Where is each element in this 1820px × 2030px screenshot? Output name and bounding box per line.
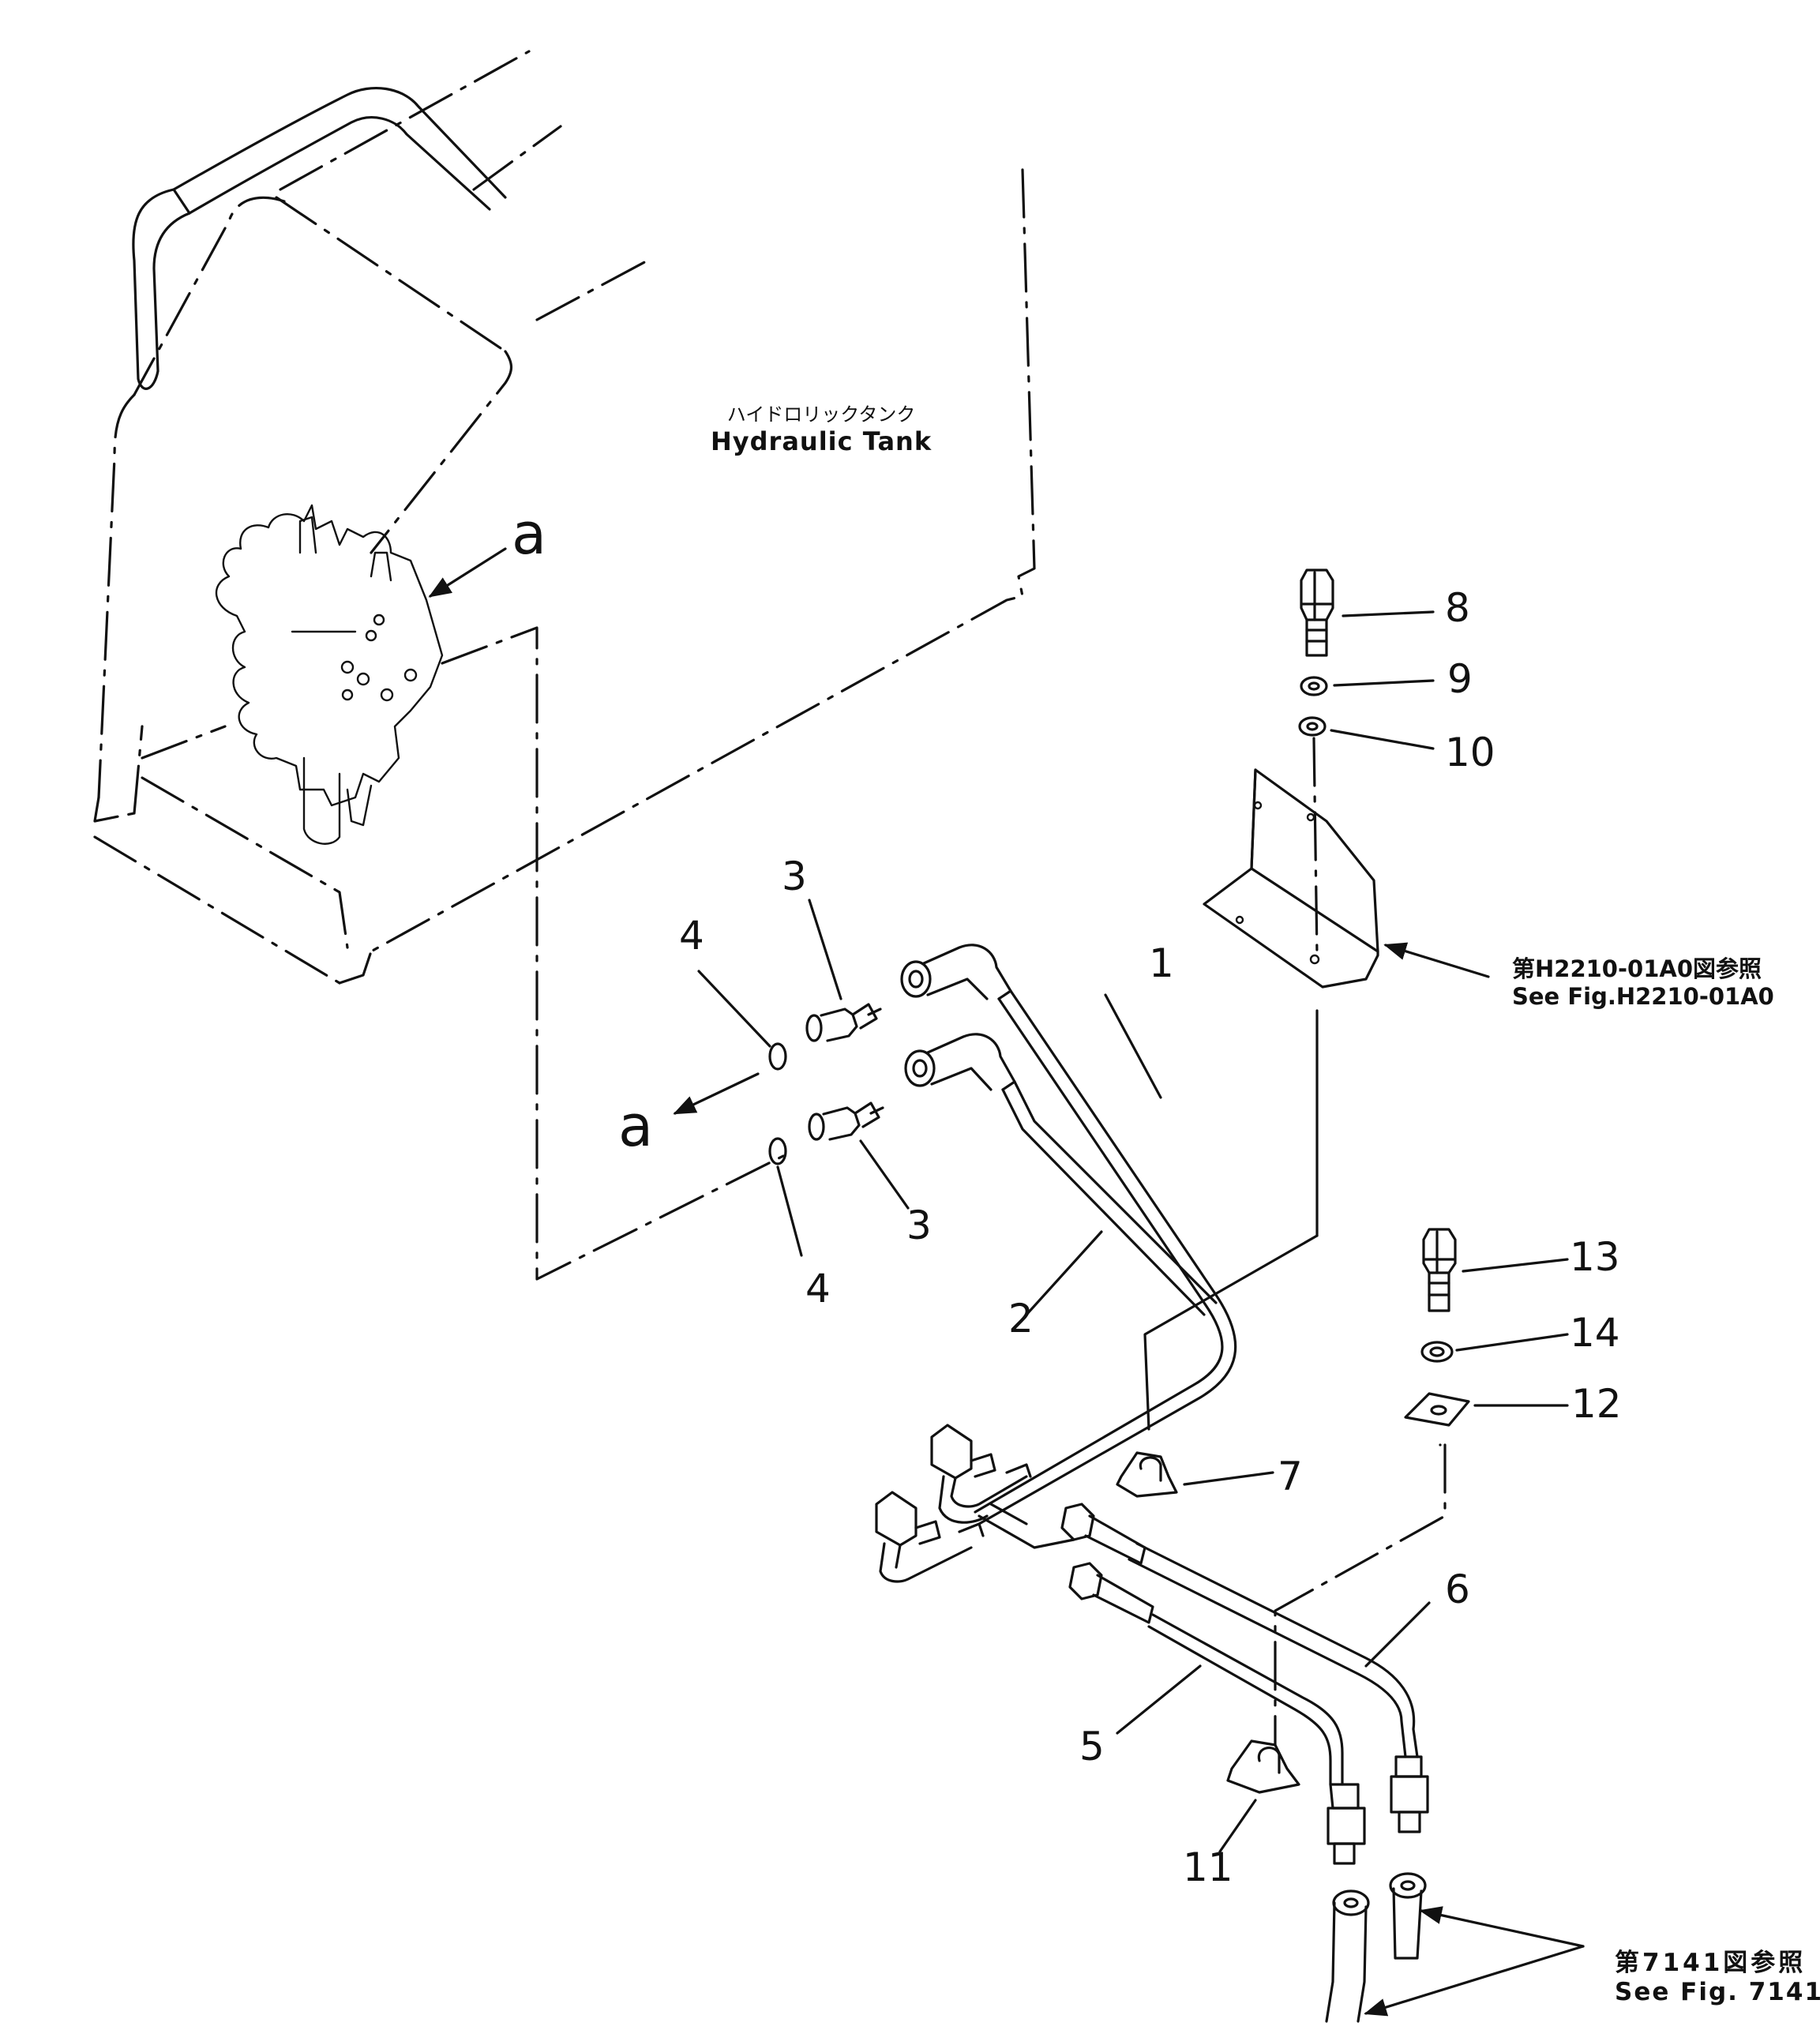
part-number-3-top: 3 xyxy=(782,854,807,899)
washer-icon xyxy=(1300,676,1328,696)
part-number-4-bottom: 4 xyxy=(805,1266,831,1311)
reference-hoses-jp: 第7141図参照 xyxy=(1615,1949,1807,1977)
reference-bracket: 第H2210-01A0図参照 See Fig.H2210-01A0 xyxy=(1512,955,1774,1011)
elbow-fitting-icon xyxy=(875,1491,985,1583)
control-valve xyxy=(215,504,444,845)
part-number-10: 10 xyxy=(1445,730,1495,775)
part-number-4-top: 4 xyxy=(679,913,704,959)
bolt-icon xyxy=(1422,1228,1457,1312)
arrow-icon xyxy=(1383,942,1490,978)
part-number-5: 5 xyxy=(1079,1724,1105,1769)
part-number-8: 8 xyxy=(1445,585,1470,631)
tank-label-en: Hydraulic Tank xyxy=(711,426,933,456)
tank-label-jp: ハイドロリックタンク xyxy=(726,403,916,426)
fitting-icon xyxy=(808,1101,884,1141)
fitting-icon xyxy=(1068,1562,1154,1624)
arrow-icon xyxy=(673,1072,760,1115)
reference-hoses-en: See Fig. 7141 xyxy=(1615,1978,1820,2007)
part-number-2: 2 xyxy=(1008,1296,1034,1341)
part-number-13: 13 xyxy=(1570,1234,1620,1280)
clamp-icon xyxy=(1226,1739,1300,1794)
hose-end-fitting xyxy=(1389,1872,1427,1960)
part-number-14: 14 xyxy=(1570,1310,1620,1356)
elbow-fitting-icon xyxy=(904,1033,1016,1091)
hydraulic-tank xyxy=(93,50,1036,1281)
tank-label: ハイドロリックタンク Hydraulic Tank xyxy=(711,399,932,456)
reference-hoses: 第7141図参照 See Fig. 7141 xyxy=(1615,1949,1820,2007)
elbow-fitting-icon xyxy=(900,944,1012,1000)
reference-bracket-jp: 第H2210-01A0図参照 xyxy=(1512,955,1762,982)
fitting-icon xyxy=(805,1003,882,1042)
bolt-icon xyxy=(1300,568,1334,657)
hose-end-fitting xyxy=(1390,1755,1429,1833)
part-number-11: 11 xyxy=(1183,1844,1233,1890)
o-ring-icon xyxy=(768,1042,787,1071)
hose-end-fitting xyxy=(1327,1783,1366,1865)
arrow-icon xyxy=(1419,1906,1585,1948)
part-number-9: 9 xyxy=(1447,656,1473,702)
washer-icon xyxy=(1420,1341,1454,1363)
part-number-1: 1 xyxy=(1149,940,1174,986)
arrow-icon xyxy=(428,547,507,598)
bracket xyxy=(1203,768,1379,989)
fitting-icon xyxy=(1060,1503,1146,1565)
arrow-icon xyxy=(1364,1945,1585,2017)
callout-a-top: a xyxy=(512,501,547,567)
reference-bracket-en: See Fig.H2210-01A0 xyxy=(1512,982,1774,1010)
part-number-3-bottom: 3 xyxy=(906,1203,932,1248)
hose-6 xyxy=(1128,1542,1419,1758)
washer-icon xyxy=(1298,716,1327,737)
hose-1 xyxy=(974,989,1237,1525)
hose-end-fitting xyxy=(1325,1889,1370,2023)
o-ring-icon xyxy=(768,1137,787,1165)
callout-a-left: a xyxy=(618,1093,654,1159)
washer-icon xyxy=(1404,1392,1470,1427)
hose-2 xyxy=(1001,1080,1218,1316)
part-number-6: 6 xyxy=(1445,1567,1470,1612)
hose-5 xyxy=(1147,1613,1344,1786)
part-number-7: 7 xyxy=(1278,1454,1303,1499)
part-number-12: 12 xyxy=(1571,1381,1622,1427)
clamp-icon xyxy=(1116,1451,1178,1498)
